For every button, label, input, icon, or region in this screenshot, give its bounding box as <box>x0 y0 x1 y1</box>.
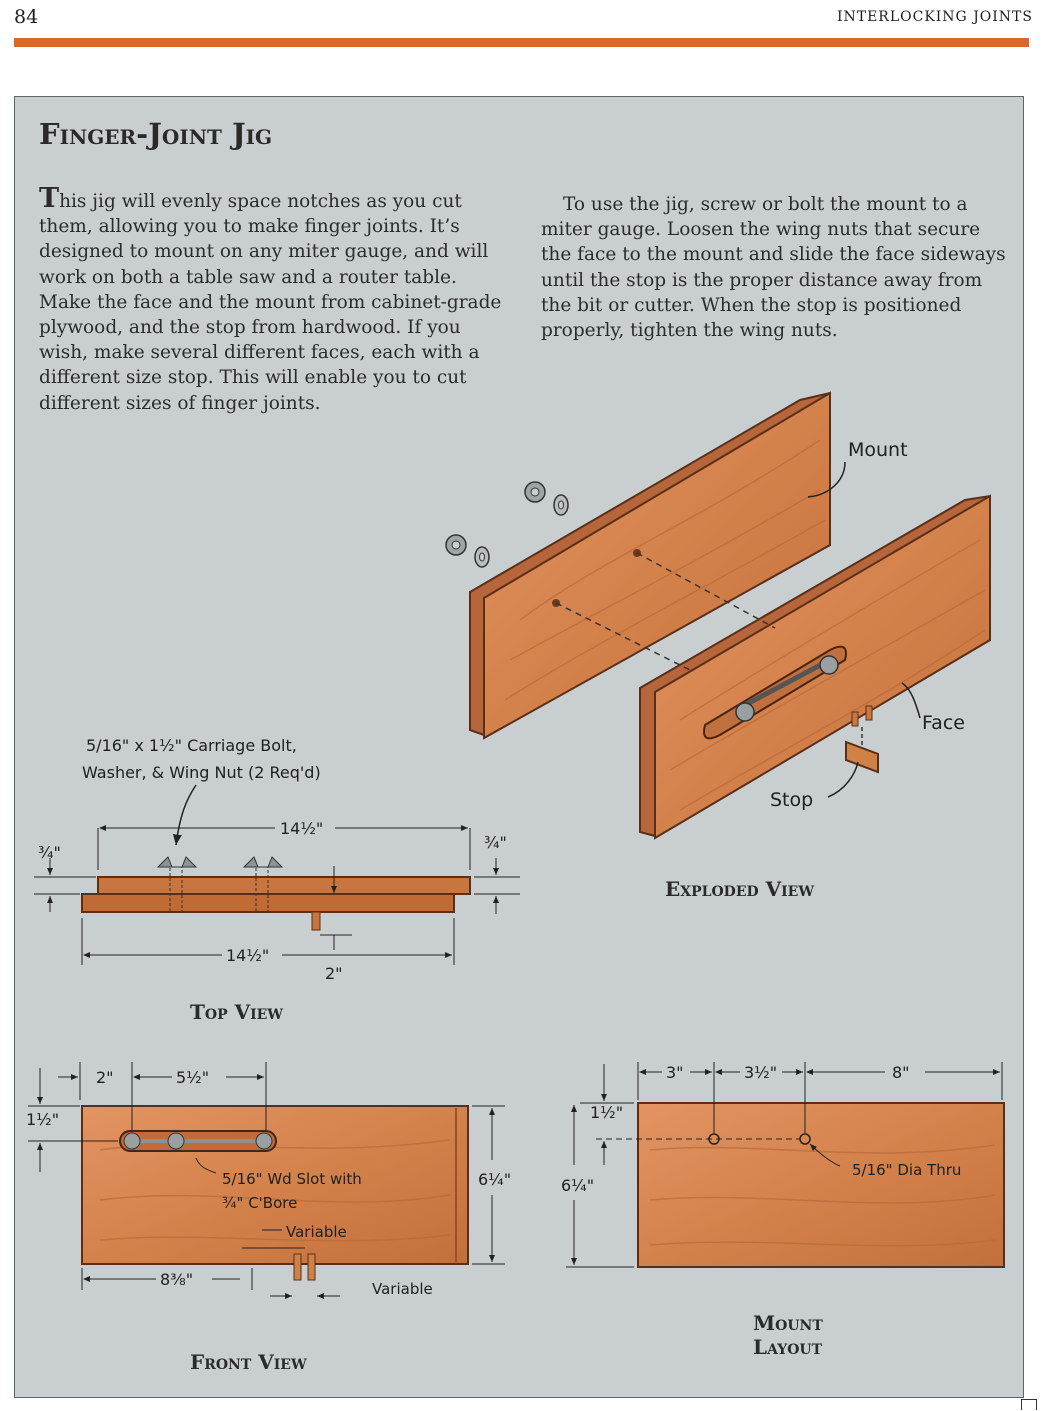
dim-stop-position: 8⅜" <box>160 1270 193 1289</box>
dim-thickness-left: ¾" <box>38 843 61 862</box>
hardware-note-line2: Washer, & Wing Nut (2 Req'd) <box>82 763 321 782</box>
slot-note-line2: ¾" C'Bore <box>222 1194 297 1212</box>
face-board <box>639 494 991 840</box>
dim-slot-height: 1½" <box>26 1110 59 1129</box>
header-rule <box>14 38 1029 47</box>
drop-cap: T <box>39 183 60 214</box>
mount-layout-figure: 3" 3½" 8" 1½" 6¼" 5/16" Dia Thru Mount L… <box>561 1062 1005 1359</box>
top-view-figure: 5/16" x 1½" Carriage Bolt, Washer, & Win… <box>34 736 520 1024</box>
dim-height-layout: 6¼" <box>561 1176 594 1195</box>
page-number: 84 <box>14 6 39 28</box>
top-view-mount <box>97 876 471 895</box>
bolt-icon <box>156 856 284 913</box>
dim-face-length: 14½" <box>226 946 269 965</box>
caption-mount-layout-line1: Mount <box>753 1311 823 1335</box>
mount-layout-board <box>637 1102 1005 1268</box>
washer-icon <box>474 494 569 568</box>
intro-paragraph: This jig will evenly space notches as yo… <box>39 185 507 416</box>
dim-slot-length: 5½" <box>176 1068 209 1087</box>
label-mount: Mount <box>848 439 908 461</box>
label-face: Face <box>922 712 965 734</box>
front-view-figure: 2" 5½" 1½" 6¼" 8⅜" 5/16" Wd Slot with ¾"… <box>26 1062 511 1374</box>
wing-nut-icon <box>445 481 546 556</box>
slot-note-line1: 5/16" Wd Slot with <box>222 1170 362 1188</box>
usage-paragraph: To use the jig, screw or bolt the mount … <box>541 194 1006 342</box>
caption-mount-layout-line2: Layout <box>753 1335 823 1359</box>
hole-note: 5/16" Dia Thru <box>852 1161 961 1179</box>
stop-block <box>845 740 879 774</box>
label-stop: Stop <box>770 789 813 811</box>
exploded-view-figure: Mount Face Stop Exploded View <box>445 391 991 901</box>
page-corner-mark <box>1021 1399 1037 1410</box>
dim-mount-length: 14½" <box>280 819 323 838</box>
caption-exploded-view: Exploded View <box>665 877 814 901</box>
caption-top-view: Top View <box>190 1000 283 1024</box>
dim-stop: 2" <box>325 964 343 983</box>
intro-text: his jig will evenly space notches as you… <box>39 191 502 414</box>
label-variable-bottom: Variable <box>372 1280 433 1298</box>
running-head: INTERLOCKING JOINTS <box>836 9 1033 25</box>
dim-slot-offset: 2" <box>96 1068 114 1087</box>
mount-board <box>469 391 831 740</box>
dim-layout-b: 3½" <box>744 1063 777 1082</box>
dim-height-front: 6¼" <box>478 1170 511 1189</box>
caption-front-view: Front View <box>190 1350 307 1374</box>
article-title: Finger-Joint Jig <box>39 117 273 151</box>
dim-layout-c: 8" <box>892 1063 910 1082</box>
dim-thickness-right: ¾" <box>484 833 507 852</box>
hardware-note-line1: 5/16" x 1½" Carriage Bolt, <box>86 736 297 755</box>
label-variable-top: Variable <box>286 1223 347 1241</box>
dim-layout-a: 3" <box>666 1063 684 1082</box>
dim-hole-height: 1½" <box>590 1103 623 1122</box>
